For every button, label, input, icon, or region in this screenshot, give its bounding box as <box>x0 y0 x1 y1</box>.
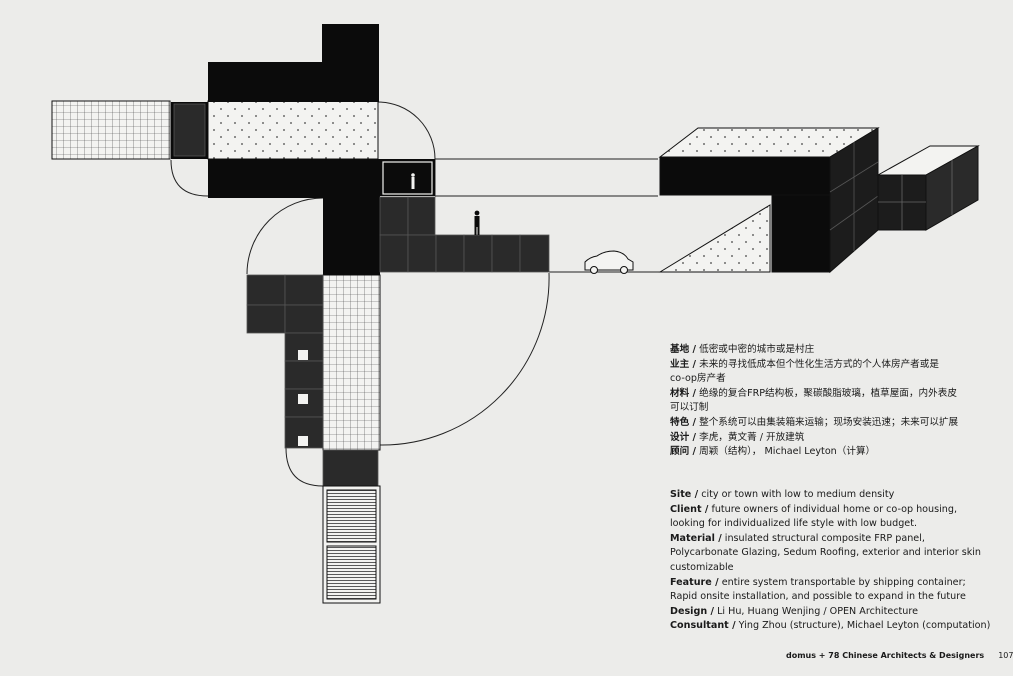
publication-title: domus + 78 Chinese Architects & Designer… <box>786 651 985 660</box>
axonometric-box <box>658 127 980 274</box>
text-line: Site / city or town with low to medium d… <box>670 489 895 500</box>
text-line: Rapid onsite installation, and possible … <box>670 591 966 603</box>
text-line: 特色 / 整个系统可以由集装箱来运输；现场安装迅速；未来可以扩展 <box>670 416 959 428</box>
text-line: looking for individualized life style wi… <box>670 518 918 530</box>
text-line: Client / future owners of individual hom… <box>670 503 958 515</box>
window-openings <box>298 350 308 446</box>
text-line: Polycarbonate Glazing, Sedum Roofing, ex… <box>670 547 982 559</box>
text-line: customizable <box>670 561 734 573</box>
person-icon <box>411 173 415 189</box>
description-chinese: 基地 / 低密或中密的城市或是村庄 业主 / 未来的寻找低成本但个性化生活方式的… <box>670 343 958 460</box>
text-line: 业主 / 未来的寻找低成本但个性化生活方式的个人体房产者或是 <box>670 358 939 370</box>
page-footer: domus + 78 Chinese Architects & Designer… <box>786 651 1013 660</box>
description-english: Site / city or town with low to medium d… <box>670 488 990 634</box>
text-line: 设计 / 李虎，黄文菁 / 开放建筑 <box>670 431 805 443</box>
dotted-blocks <box>207 100 771 273</box>
door-frame <box>382 161 433 195</box>
grid-blocks <box>51 100 381 451</box>
person-icon <box>474 210 480 235</box>
curved-connectors <box>170 101 770 487</box>
text-line: 基地 / 低密或中密的城市或是村庄 <box>670 344 815 355</box>
text-line: 顾问 / 周颖（结构）， Michael Leyton（计算） <box>670 446 876 458</box>
text-line: 可以订制 <box>670 402 709 414</box>
text-line: Design / Li Hu, Huang Wenjing / OPEN Arc… <box>670 605 919 617</box>
car-icon <box>584 250 634 274</box>
text-line: 材料 / 绝缘的复合FRP结构板，聚碳酸脂玻璃，植草屋面，内外表皮 <box>670 387 957 399</box>
page-number: 107 <box>998 651 1013 660</box>
text-line: Consultant / Ying Zhou (structure), Mich… <box>670 620 991 632</box>
striped-blocks <box>322 485 381 604</box>
text-line: Material / insulated structural composit… <box>670 532 925 544</box>
text-line: Feature / entire system transportable by… <box>670 576 966 588</box>
panel-modules <box>173 103 550 487</box>
text-line: co-op房产者 <box>670 373 726 385</box>
